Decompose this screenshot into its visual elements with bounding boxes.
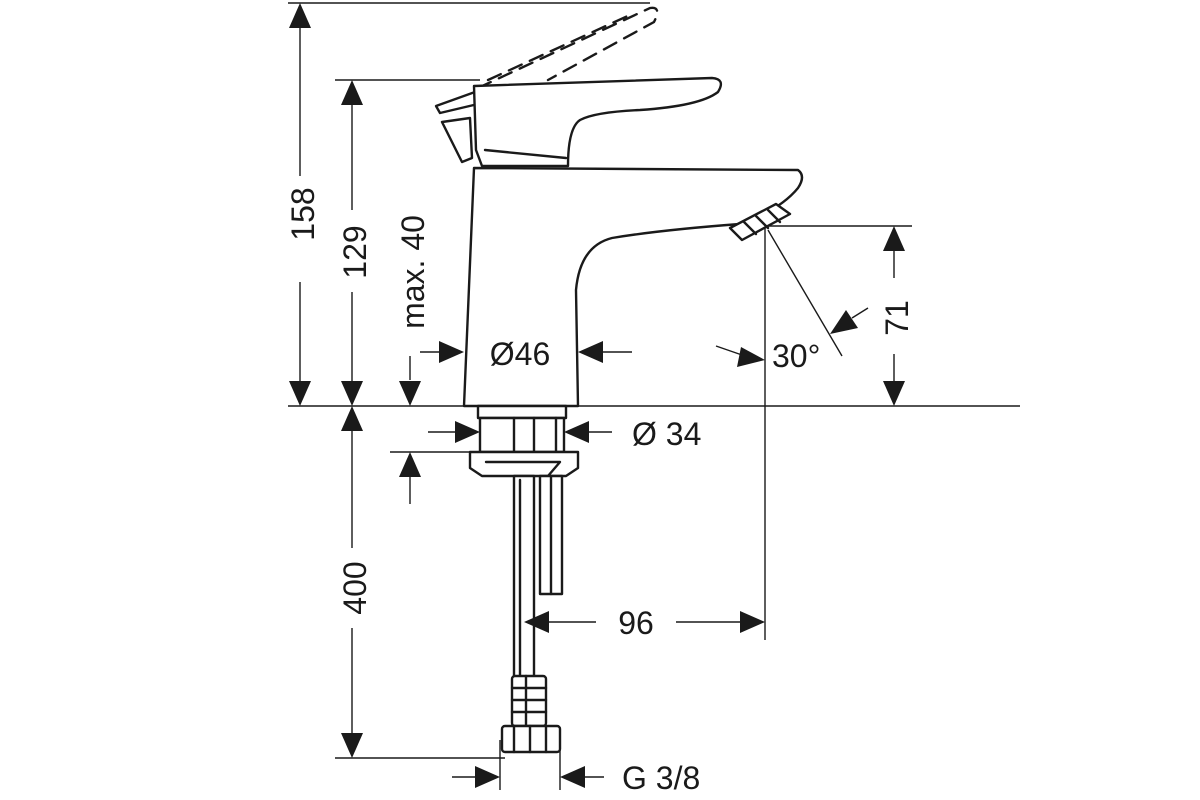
- dim-96-arrow-left: [524, 611, 549, 633]
- faucet-body: [462, 166, 804, 408]
- dim-40-arrow-bottom: [399, 452, 421, 477]
- dimension-max-deck: max. 40: [395, 215, 431, 504]
- dim-label-400: 400: [337, 561, 373, 614]
- angle-arrow-right: [830, 310, 858, 334]
- dim-71-arrow-bottom: [883, 381, 905, 406]
- dimension-body-diameter: Ø46: [420, 336, 632, 372]
- dim-400-arrow-top: [341, 406, 363, 431]
- dim-46-arrow-right: [578, 341, 603, 363]
- dim-label-71: 71: [879, 300, 915, 336]
- base-ring: [476, 404, 568, 420]
- dimension-spout-height: 71: [879, 226, 915, 406]
- dim-label-angle-30: 30°: [772, 338, 820, 374]
- aerator-ridge-3: [766, 208, 782, 224]
- dim-46-arrow-left: [439, 341, 464, 363]
- dimension-jet-angle: 30°: [715, 307, 869, 374]
- dim-158-arrow-top: [289, 3, 311, 28]
- dimension-thread: G 3/8: [452, 760, 700, 796]
- jet-angle-line: [767, 229, 843, 357]
- lever-handle: [472, 76, 723, 168]
- dim-129-arrow-top: [341, 80, 363, 105]
- dim-label-129: 129: [337, 225, 373, 278]
- dimension-total-height: 158: [285, 3, 321, 406]
- aerator: [728, 202, 792, 242]
- dim-96-arrow-right: [740, 611, 765, 633]
- threaded-shank: [478, 416, 566, 454]
- faucet: [434, 6, 804, 754]
- dim-71-arrow-top: [883, 226, 905, 251]
- dimension-hose-length: 400: [337, 406, 373, 758]
- dim-thread-arrow-right: [560, 766, 585, 788]
- fixing-plate: [468, 450, 580, 478]
- dimension-lever-height: 129: [337, 80, 373, 406]
- dim-34-arrow-right: [564, 421, 589, 443]
- dim-34-arrow-left: [455, 421, 480, 443]
- lever-base-line: [483, 148, 568, 160]
- dim-label-diameter-34: Ø 34: [632, 416, 701, 452]
- dim-label-96: 96: [618, 605, 654, 641]
- extension-lines: [288, 2, 1020, 790]
- dimension-projection: 96: [524, 605, 765, 641]
- dim-129-arrow-bottom: [341, 381, 363, 406]
- dim-label-158: 158: [285, 187, 321, 240]
- aerator-ridge-1: [742, 220, 758, 236]
- dim-label-thread: G 3/8: [622, 760, 700, 796]
- dim-40-arrow-top: [399, 381, 421, 406]
- angle-leader-left: [715, 345, 743, 356]
- dim-thread-arrow-left: [475, 766, 500, 788]
- angle-arrow-left: [737, 347, 765, 367]
- dim-label-diameter-46: Ø46: [490, 336, 550, 372]
- dim-label-max-40: max. 40: [395, 215, 431, 329]
- aerator-ridge-2: [754, 214, 770, 230]
- lever-rear-cap: [434, 90, 480, 115]
- dim-400-arrow-bottom: [341, 733, 363, 758]
- lever-rear-body: [440, 116, 474, 164]
- lever-open-inner: [486, 12, 634, 82]
- angle-leader-right: [851, 307, 869, 319]
- dimension-shank-diameter: Ø 34: [428, 416, 701, 452]
- dim-158-arrow-bottom: [289, 381, 311, 406]
- supply-hose: [512, 474, 536, 686]
- fixing-plate-detail: [484, 460, 562, 478]
- lever-open-position: [476, 6, 659, 90]
